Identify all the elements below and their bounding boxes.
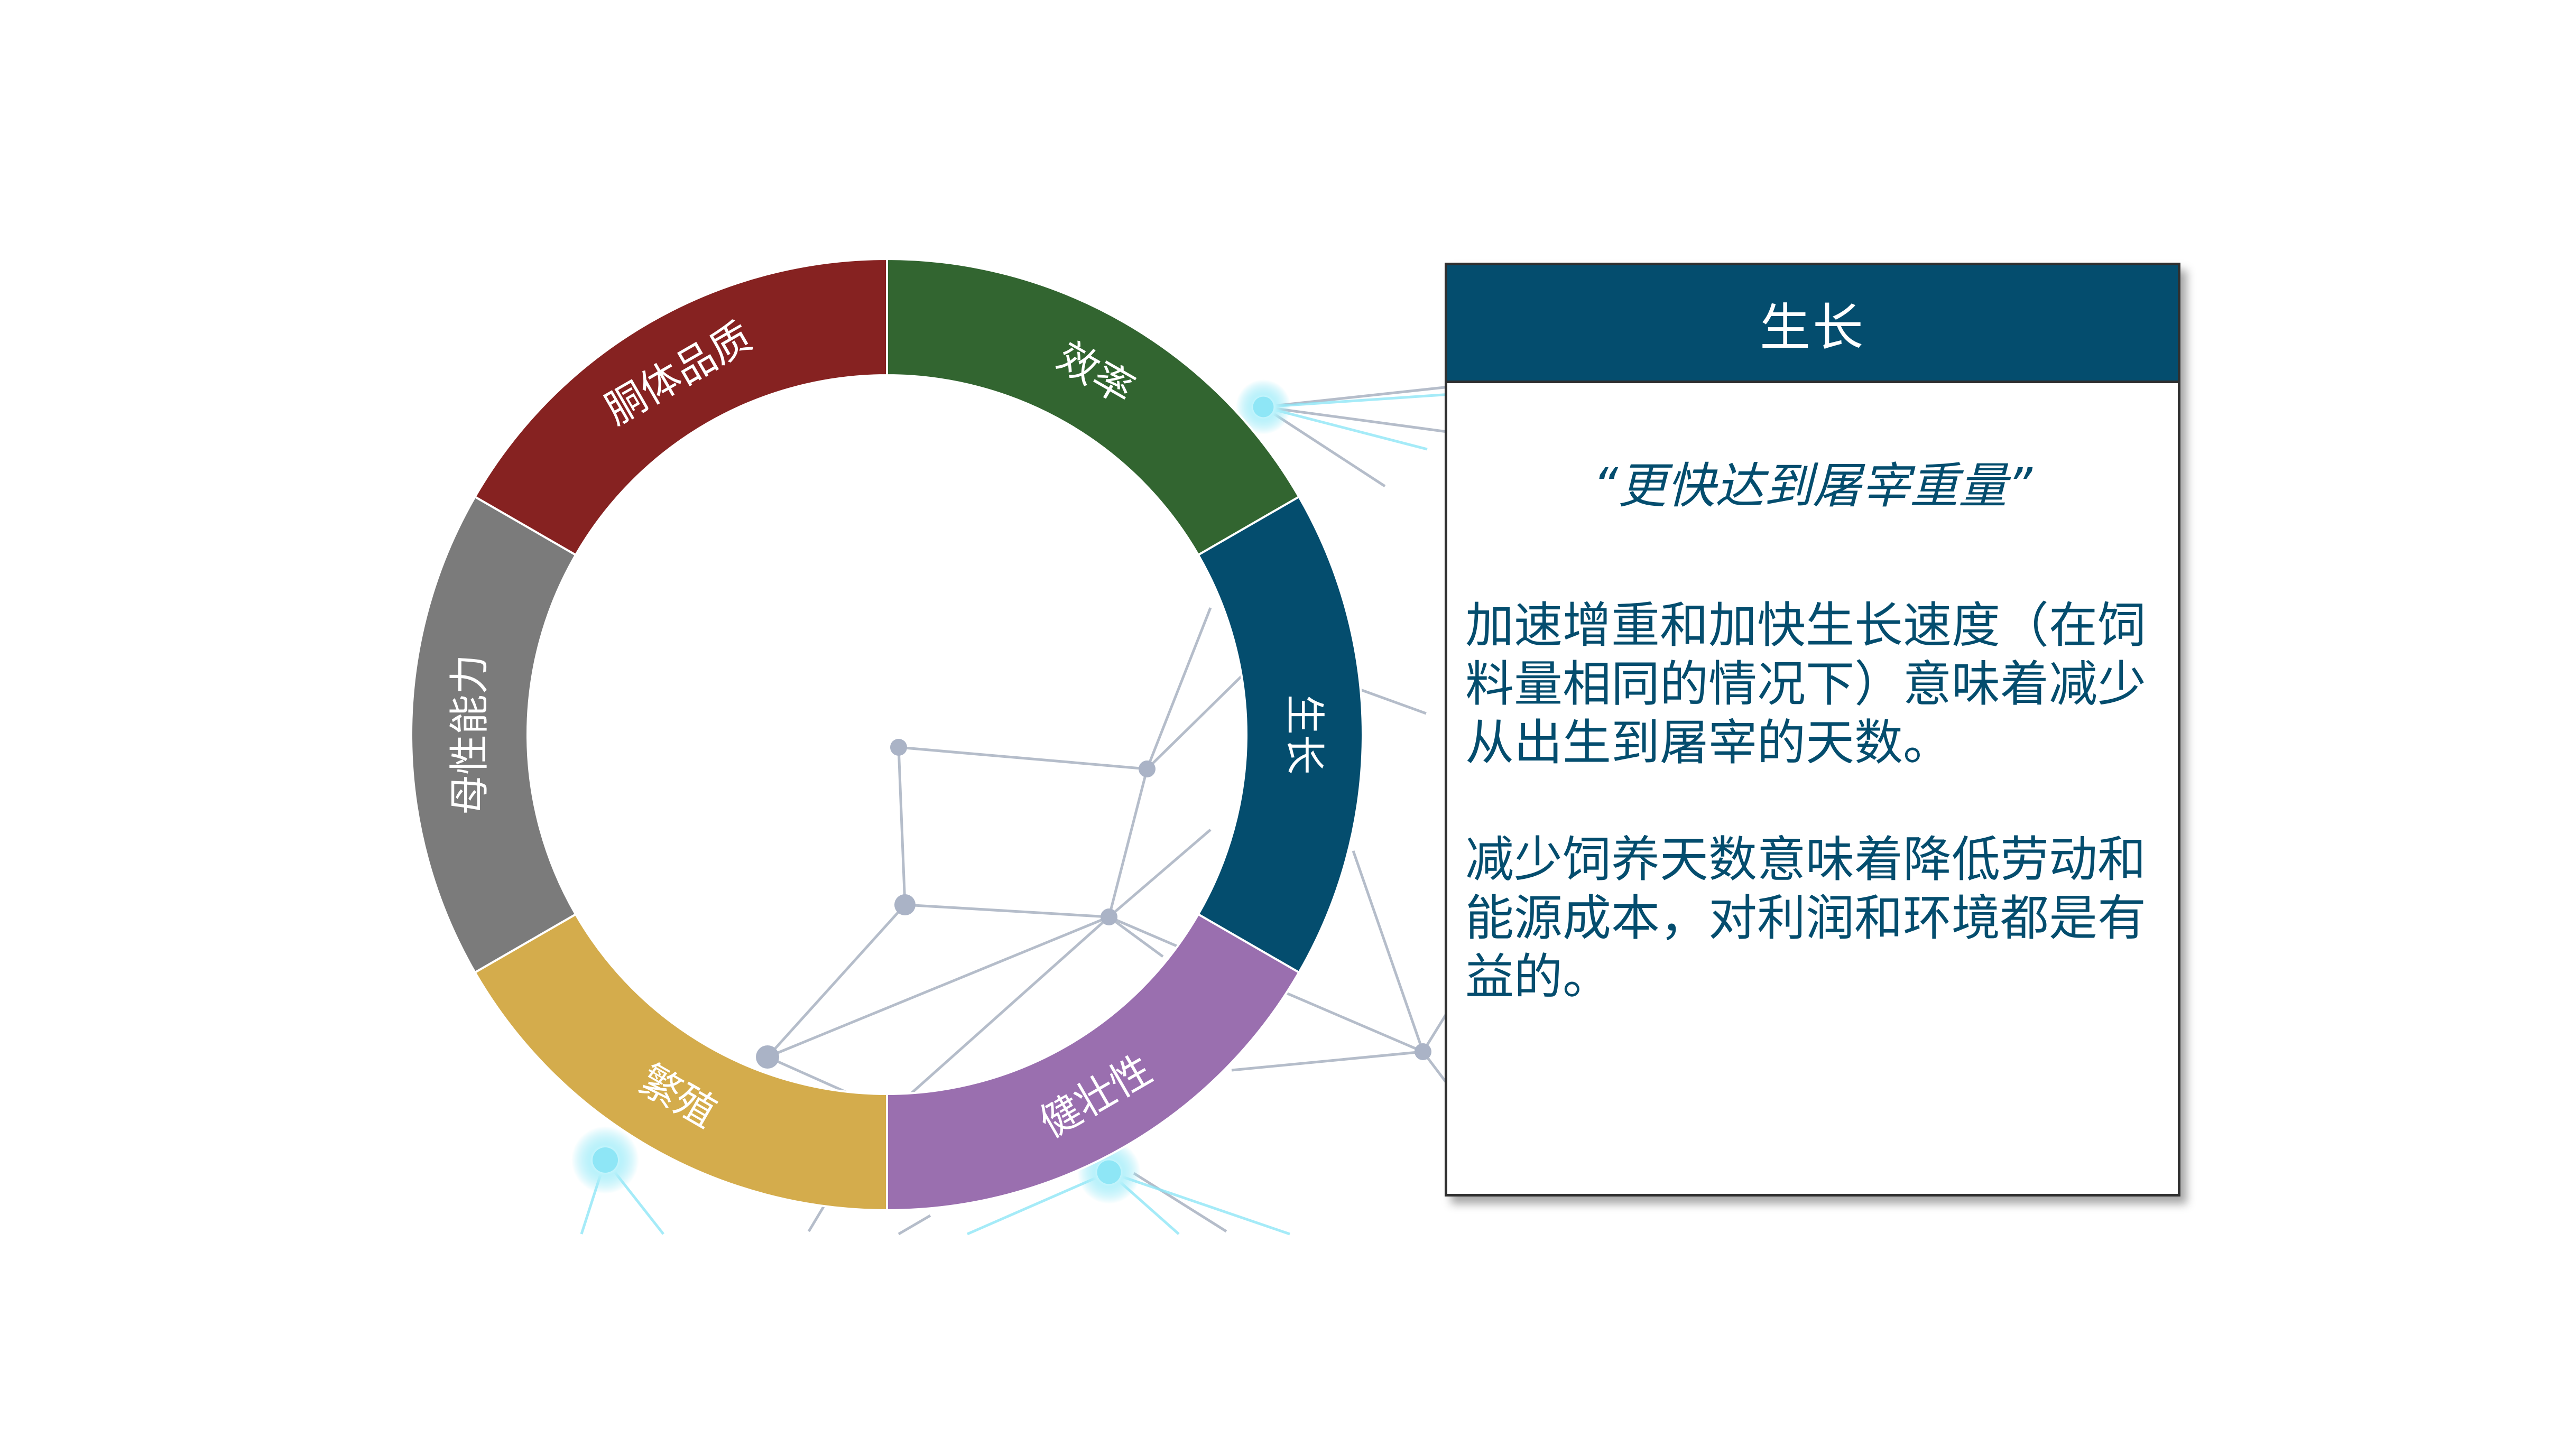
network-line xyxy=(766,904,906,1058)
network-line xyxy=(897,747,907,905)
network-line xyxy=(1352,850,1425,1052)
panel-title: 生长 xyxy=(1447,265,2178,383)
network-node xyxy=(890,739,907,756)
ring-segment xyxy=(473,913,888,1212)
network-line xyxy=(767,915,1110,1059)
network-line xyxy=(898,1214,931,1236)
network-line xyxy=(1133,1172,1227,1233)
ring-segment xyxy=(886,257,1301,557)
network-line xyxy=(1108,915,1164,958)
network-line xyxy=(807,1204,826,1232)
network-line xyxy=(1263,405,1459,435)
network-node xyxy=(1101,908,1117,925)
network-glow-line xyxy=(1263,405,1428,451)
ring-segment xyxy=(886,913,1301,1212)
panel-paragraph-2: 减少饲养天数意味着降低劳动和能源成本，对利润和环境都是有益的。 xyxy=(1465,831,2147,1005)
network-glow-node xyxy=(1097,1160,1121,1184)
network-line xyxy=(1107,768,1149,917)
network-line xyxy=(1353,685,1427,715)
network-line xyxy=(1231,1050,1424,1072)
network-glow-node xyxy=(1253,396,1274,418)
network-glow-line xyxy=(1263,392,1459,409)
network-line xyxy=(1145,607,1212,769)
network-line xyxy=(898,746,1148,771)
ring-segment-label: 生长 xyxy=(1281,694,1328,775)
network-background xyxy=(571,379,1461,1236)
network-glow-line xyxy=(1108,1171,1290,1236)
network-line xyxy=(904,903,1110,919)
network-node xyxy=(1139,761,1156,777)
ring-segment xyxy=(1197,495,1364,974)
network-glow-node xyxy=(593,1147,618,1173)
ring-segment xyxy=(410,495,577,974)
network-node xyxy=(894,894,916,915)
network-node xyxy=(756,1045,779,1069)
network-node xyxy=(1415,1043,1431,1060)
ring-segment-label: 母性能力 xyxy=(446,654,493,815)
trait-ring xyxy=(410,257,1364,1212)
network-line xyxy=(898,916,1110,1106)
info-panel: 生长 “更快达到屠宰重量” 加速增重和加快生长速度（在饲料量相同的情况下）意味着… xyxy=(1445,263,2180,1197)
network-line xyxy=(1108,829,1212,918)
panel-quote: “更快达到屠宰重量” xyxy=(1593,458,2032,514)
ring-segment xyxy=(473,257,888,557)
panel-paragraph-1: 加速增重和加快生长速度（在饲料量相同的情况下）意味着减少从出生到屠宰的天数。 xyxy=(1465,597,2147,771)
